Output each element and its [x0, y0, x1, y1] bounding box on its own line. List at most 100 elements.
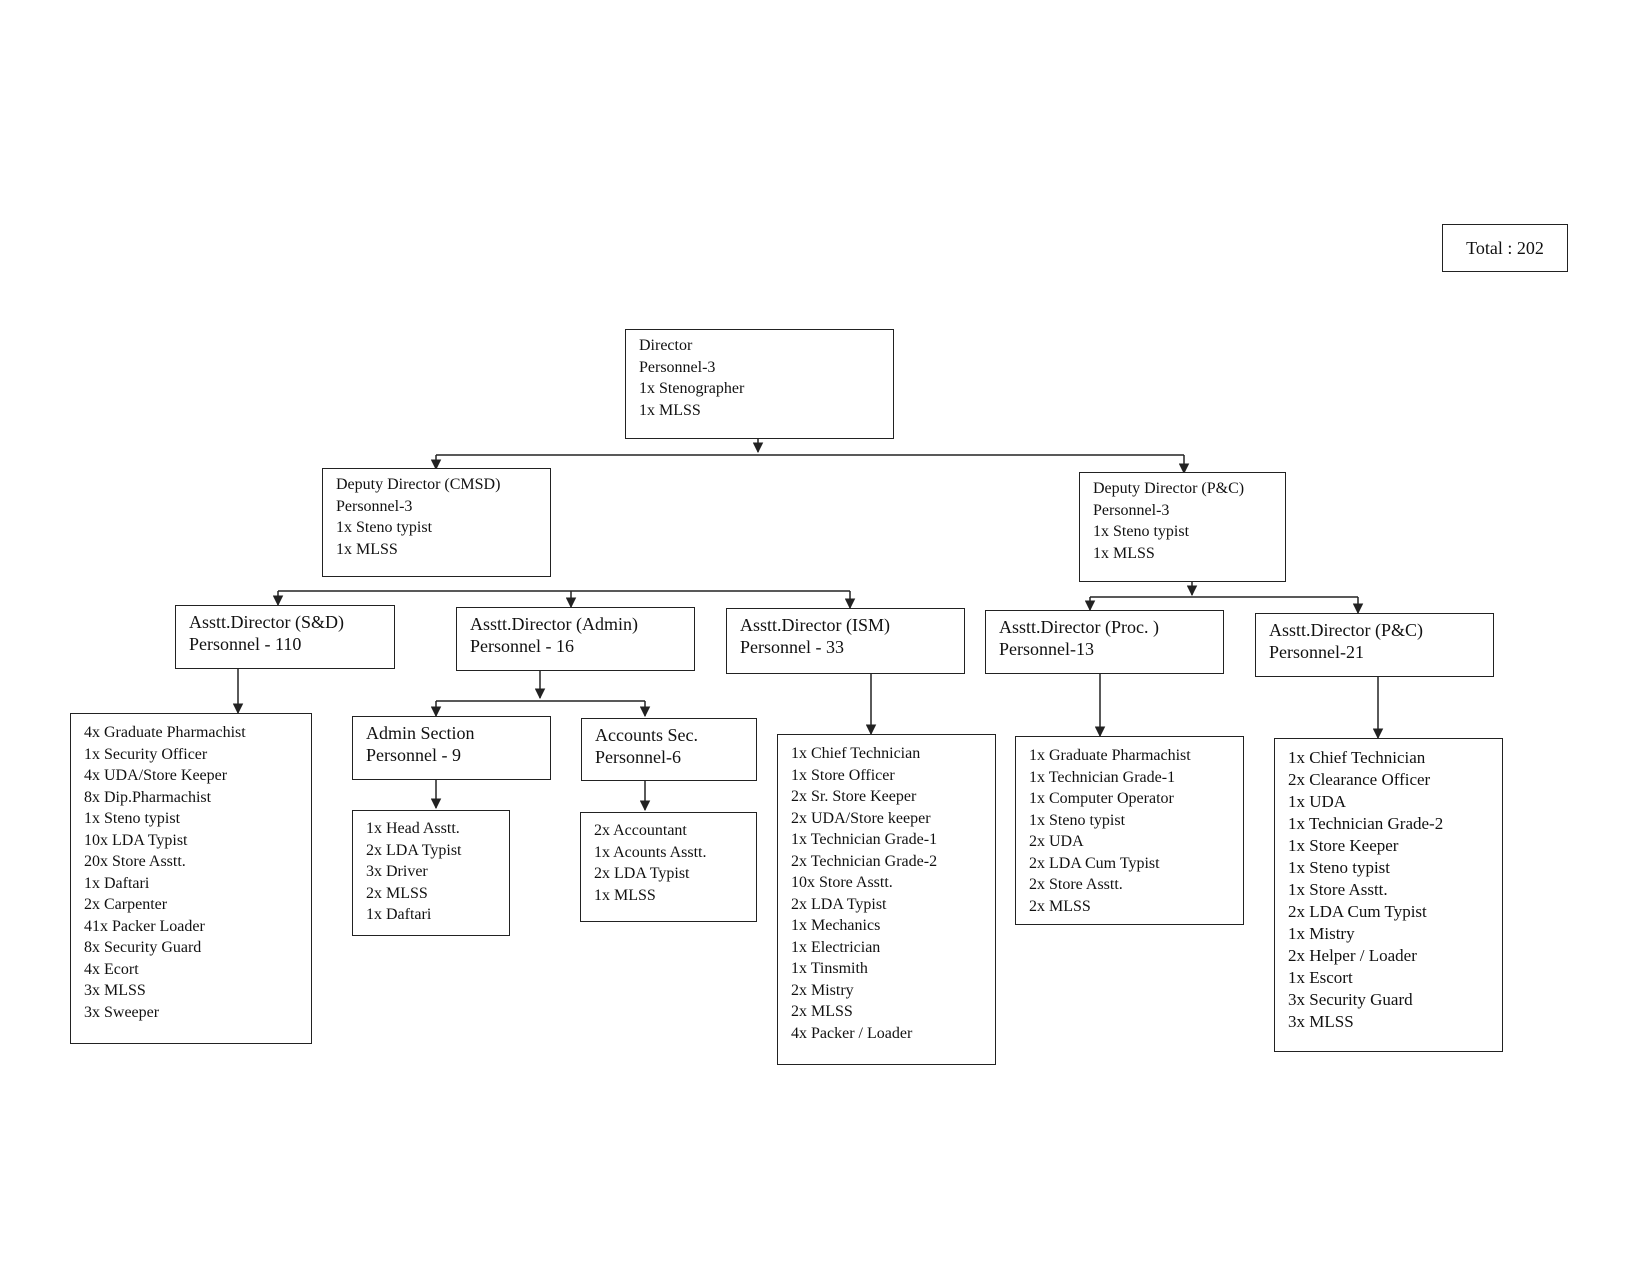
staff-item: 4x Graduate Pharmachist: [84, 724, 246, 741]
staff-item: 4x UDA/Store Keeper: [84, 767, 228, 784]
asstt-director-pc-box: Asstt.Director (P&C) Personnel-21: [1255, 613, 1494, 677]
staff-item: 1x Computer Operator: [1029, 790, 1174, 807]
staff-item: 2x Sr. Store Keeper: [791, 788, 917, 805]
asstt-sd-personnel: Personnel - 110: [189, 634, 302, 654]
deputy-cmsd-staff-item: 1x Steno typist: [336, 519, 433, 536]
admin-section-title: Admin Section: [366, 723, 475, 743]
staff-item: 1x Graduate Pharmachist: [1029, 747, 1191, 764]
staff-item: 8x Dip.Pharmachist: [84, 788, 212, 806]
staff-item: 2x Clearance Officer: [1288, 770, 1431, 789]
asstt-director-sd-box: Asstt.Director (S&D) Personnel - 110: [175, 605, 395, 669]
asstt-ism-personnel: Personnel - 33: [740, 637, 844, 657]
deputy-cmsd-personnel: Personnel-3: [336, 497, 413, 515]
asstt-admin-title: Asstt.Director (Admin): [470, 614, 638, 634]
staff-item: 2x MLSS: [1029, 897, 1091, 915]
staff-item: 1x Chief Technician: [791, 745, 921, 762]
director-staff-item: 1x Stenographer: [639, 380, 745, 397]
asstt-pc-title: Asstt.Director (P&C): [1269, 620, 1423, 640]
accounts-section-box: Accounts Sec. Personnel-6: [581, 718, 757, 781]
ism-staff-box: 1x Chief Technician 1x Store Officer 2x …: [777, 734, 996, 1065]
deputy-director-pc-box: Deputy Director (P&C) Personnel-3 1x Ste…: [1079, 472, 1286, 582]
staff-item: 1x Acounts Asstt.: [594, 843, 707, 861]
staff-item: 1x Chief Technician: [1288, 748, 1426, 767]
proc-staff-box: 1x Graduate Pharmachist 1x Technician Gr…: [1015, 736, 1244, 925]
staff-item: 1x Store Officer: [791, 766, 895, 784]
asstt-director-admin-box: Asstt.Director (Admin) Personnel - 16: [456, 607, 695, 671]
staff-item: 8x Security Guard: [84, 939, 202, 956]
staff-item: 1x Technician Grade-1: [791, 831, 938, 848]
staff-item: 2x Mistry: [791, 981, 854, 999]
accounts-section-personnel: Personnel-6: [595, 747, 681, 767]
staff-item: 3x MLSS: [84, 982, 146, 999]
staff-item: 1x Steno typist: [1029, 811, 1126, 829]
staff-item: 2x LDA Cum Typist: [1029, 854, 1160, 872]
staff-item: 1x Steno typist: [1288, 858, 1391, 877]
staff-item: 1x Electrician: [791, 938, 881, 956]
admin-staff-box: 1x Head Asstt. 2x LDA Typist 3x Driver 2…: [352, 810, 510, 936]
staff-item: 1x Steno typist: [84, 810, 181, 827]
staff-item: 1x Head Asstt.: [366, 820, 460, 837]
asstt-proc-title: Asstt.Director (Proc. ): [999, 617, 1159, 637]
staff-item: 10x LDA Typist: [84, 831, 188, 849]
accounts-section-title: Accounts Sec.: [595, 725, 698, 745]
asstt-proc-personnel: Personnel-13: [999, 639, 1094, 659]
staff-item: 3x Security Guard: [1288, 990, 1413, 1009]
staff-item: 1x UDA: [1288, 792, 1347, 811]
staff-item: 2x Helper / Loader: [1288, 946, 1417, 965]
staff-item: 1x Technician Grade-2: [1288, 814, 1444, 833]
total-count: Total : 202: [1442, 224, 1568, 272]
deputy-cmsd-title: Deputy Director (CMSD): [336, 476, 501, 493]
deputy-pc-staff-item: 1x MLSS: [1093, 544, 1155, 562]
staff-item: 2x LDA Cum Typist: [1288, 902, 1427, 921]
director-box: Director Personnel-3 1x Stenographer 1x …: [625, 329, 894, 439]
staff-item: 1x Daftari: [84, 874, 150, 892]
staff-item: 4x Ecort: [84, 960, 139, 978]
admin-section-personnel: Personnel - 9: [366, 745, 461, 765]
staff-item: 2x LDA Typist: [594, 865, 690, 882]
staff-item: 1x Mistry: [1288, 924, 1355, 943]
staff-item: 2x Technician Grade-2: [791, 852, 938, 870]
staff-item: 41x Packer Loader: [84, 917, 205, 935]
director-staff-item: 1x MLSS: [639, 401, 701, 419]
staff-item: 20x Store Asstt.: [84, 853, 186, 870]
director-title: Director: [639, 337, 693, 354]
staff-item: 2x UDA/Store keeper: [791, 809, 931, 827]
accounts-staff-box: 2x Accountant 1x Acounts Asstt. 2x LDA T…: [580, 812, 757, 922]
deputy-pc-staff-item: 1x Steno typist: [1093, 523, 1190, 540]
staff-item: 10x Store Asstt.: [791, 874, 893, 891]
staff-item: 4x Packer / Loader: [791, 1024, 913, 1042]
staff-item: 3x MLSS: [1288, 1012, 1354, 1031]
staff-item: 1x MLSS: [594, 886, 656, 904]
staff-item: 2x LDA Typist: [366, 841, 462, 859]
staff-item: 1x Escort: [1288, 968, 1353, 987]
asstt-director-ism-box: Asstt.Director (ISM) Personnel - 33: [726, 608, 965, 674]
sd-staff-box: 4x Graduate Pharmachist 1x Security Offi…: [70, 713, 312, 1044]
staff-item: 2x LDA Typist: [791, 895, 887, 913]
deputy-pc-title: Deputy Director (P&C): [1093, 480, 1245, 497]
staff-item: 1x Mechanics: [791, 917, 881, 934]
staff-item: 1x Tinsmith: [791, 960, 868, 977]
staff-item: 1x Security Officer: [84, 745, 208, 763]
staff-item: 2x Store Asstt.: [1029, 876, 1123, 893]
asstt-ism-title: Asstt.Director (ISM): [740, 615, 890, 635]
asstt-sd-title: Asstt.Director (S&D): [189, 612, 344, 632]
staff-item: 3x Sweeper: [84, 1003, 160, 1021]
staff-item: 2x MLSS: [791, 1003, 853, 1020]
asstt-director-proc-box: Asstt.Director (Proc. ) Personnel-13: [985, 610, 1224, 674]
deputy-pc-personnel: Personnel-3: [1093, 501, 1170, 519]
staff-item: 1x Daftari: [366, 906, 432, 923]
director-personnel: Personnel-3: [639, 358, 716, 376]
staff-item: 2x Carpenter: [84, 896, 168, 913]
deputy-cmsd-staff-item: 1x MLSS: [336, 540, 398, 558]
asstt-pc-personnel: Personnel-21: [1269, 642, 1364, 662]
staff-item: 2x UDA: [1029, 833, 1084, 850]
staff-item: 1x Technician Grade-1: [1029, 768, 1176, 786]
pc-staff-box: 1x Chief Technician 2x Clearance Officer…: [1274, 738, 1503, 1052]
deputy-director-cmsd-box: Deputy Director (CMSD) Personnel-3 1x St…: [322, 468, 551, 577]
admin-section-box: Admin Section Personnel - 9: [352, 716, 551, 780]
staff-item: 2x Accountant: [594, 822, 687, 839]
asstt-admin-personnel: Personnel - 16: [470, 636, 574, 656]
staff-item: 1x Store Keeper: [1288, 836, 1399, 855]
staff-item: 3x Driver: [366, 863, 428, 880]
